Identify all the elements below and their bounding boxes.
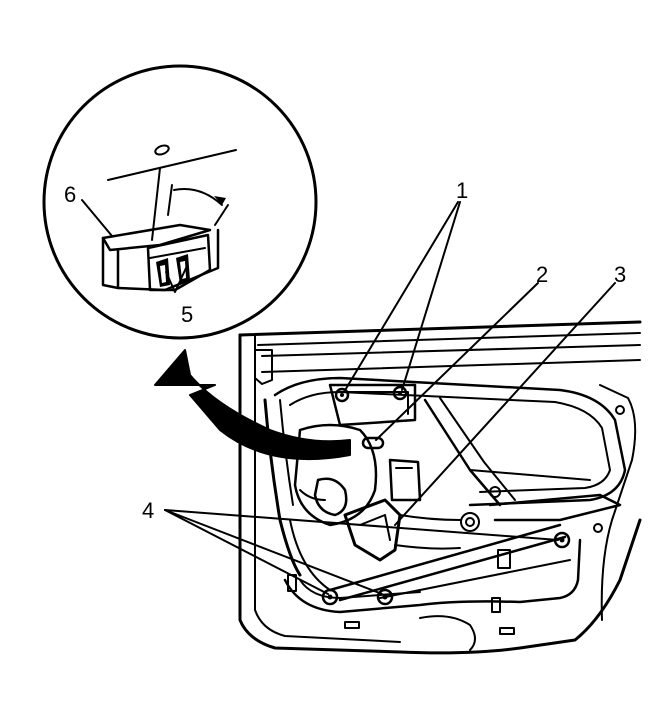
callout-label-5: 5 — [181, 302, 193, 327]
callout-label-3: 3 — [614, 262, 626, 287]
callout-label-1: 1 — [456, 178, 468, 203]
fastener-icon — [334, 387, 350, 403]
callout-label-6: 6 — [64, 182, 76, 207]
callout-label-2: 2 — [536, 262, 548, 287]
leader-lines — [81, 199, 616, 595]
fastener-icon — [321, 588, 339, 606]
callout-label-4: 4 — [142, 498, 154, 523]
door-inner-panel — [238, 320, 642, 655]
detail-view-inset — [42, 64, 318, 340]
curved-arrow-icon — [154, 349, 351, 461]
fastener-icon — [376, 588, 394, 606]
fastener-icon — [392, 385, 408, 401]
